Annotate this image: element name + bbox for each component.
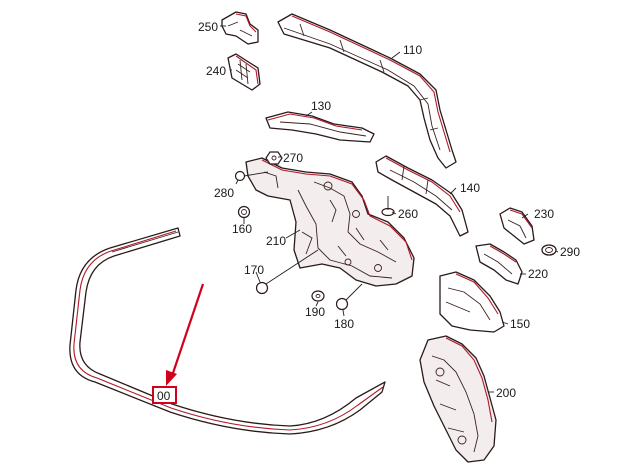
bracket-part-220[interactable] — [475, 243, 523, 285]
callout-160: 160 — [232, 222, 252, 236]
highlighted-part-callout[interactable]: 00 — [152, 386, 177, 404]
screw-fastener-170[interactable] — [255, 249, 319, 295]
highlight-arrow — [166, 283, 205, 386]
clip-part-240[interactable] — [227, 53, 261, 91]
callout-110: 110 — [403, 43, 422, 57]
bracket-part-230[interactable] — [499, 207, 535, 245]
panel-part-150[interactable] — [439, 271, 505, 333]
callout-180: 180 — [334, 317, 354, 331]
callout-290: 290 — [560, 245, 580, 259]
callout-220: 220 — [528, 267, 548, 281]
callout-260: 260 — [398, 207, 418, 221]
callout-150: 150 — [510, 317, 530, 331]
screw-fastener-180[interactable] — [335, 283, 363, 311]
seal-strip-part[interactable] — [69, 227, 386, 435]
callout-230: 230 — [534, 207, 554, 221]
callout-240: 240 — [206, 64, 226, 78]
callout-210: 210 — [266, 234, 286, 248]
washer-fastener-190[interactable] — [311, 290, 325, 302]
rail-part-110[interactable] — [277, 13, 457, 169]
bracket-part-250[interactable] — [221, 11, 259, 45]
clip-fastener-270[interactable] — [265, 151, 283, 165]
bracket-part-140[interactable] — [375, 155, 469, 237]
callout-130: 130 — [311, 99, 331, 113]
callout-labels: 250 240 110 130 270 280 140 260 160 210 … — [198, 20, 580, 400]
bracket-part-130[interactable] — [265, 111, 375, 143]
callout-190: 190 — [305, 305, 325, 319]
bracket-part-200[interactable] — [419, 335, 497, 463]
clip-part-290[interactable] — [541, 244, 557, 256]
leader-lines — [220, 25, 559, 393]
callout-200: 200 — [496, 386, 516, 400]
callout-170: 170 — [244, 263, 264, 277]
callout-250: 250 — [198, 20, 218, 34]
callout-270: 270 — [283, 151, 303, 165]
screw-fastener-280[interactable] — [234, 170, 269, 182]
highlighted-part-label: 00 — [157, 389, 171, 403]
callout-280: 280 — [214, 186, 234, 200]
screw-fastener-260[interactable] — [381, 196, 395, 217]
panel-part-210[interactable] — [245, 157, 415, 287]
nut-fastener-160[interactable] — [237, 205, 251, 219]
callout-140: 140 — [460, 181, 480, 195]
